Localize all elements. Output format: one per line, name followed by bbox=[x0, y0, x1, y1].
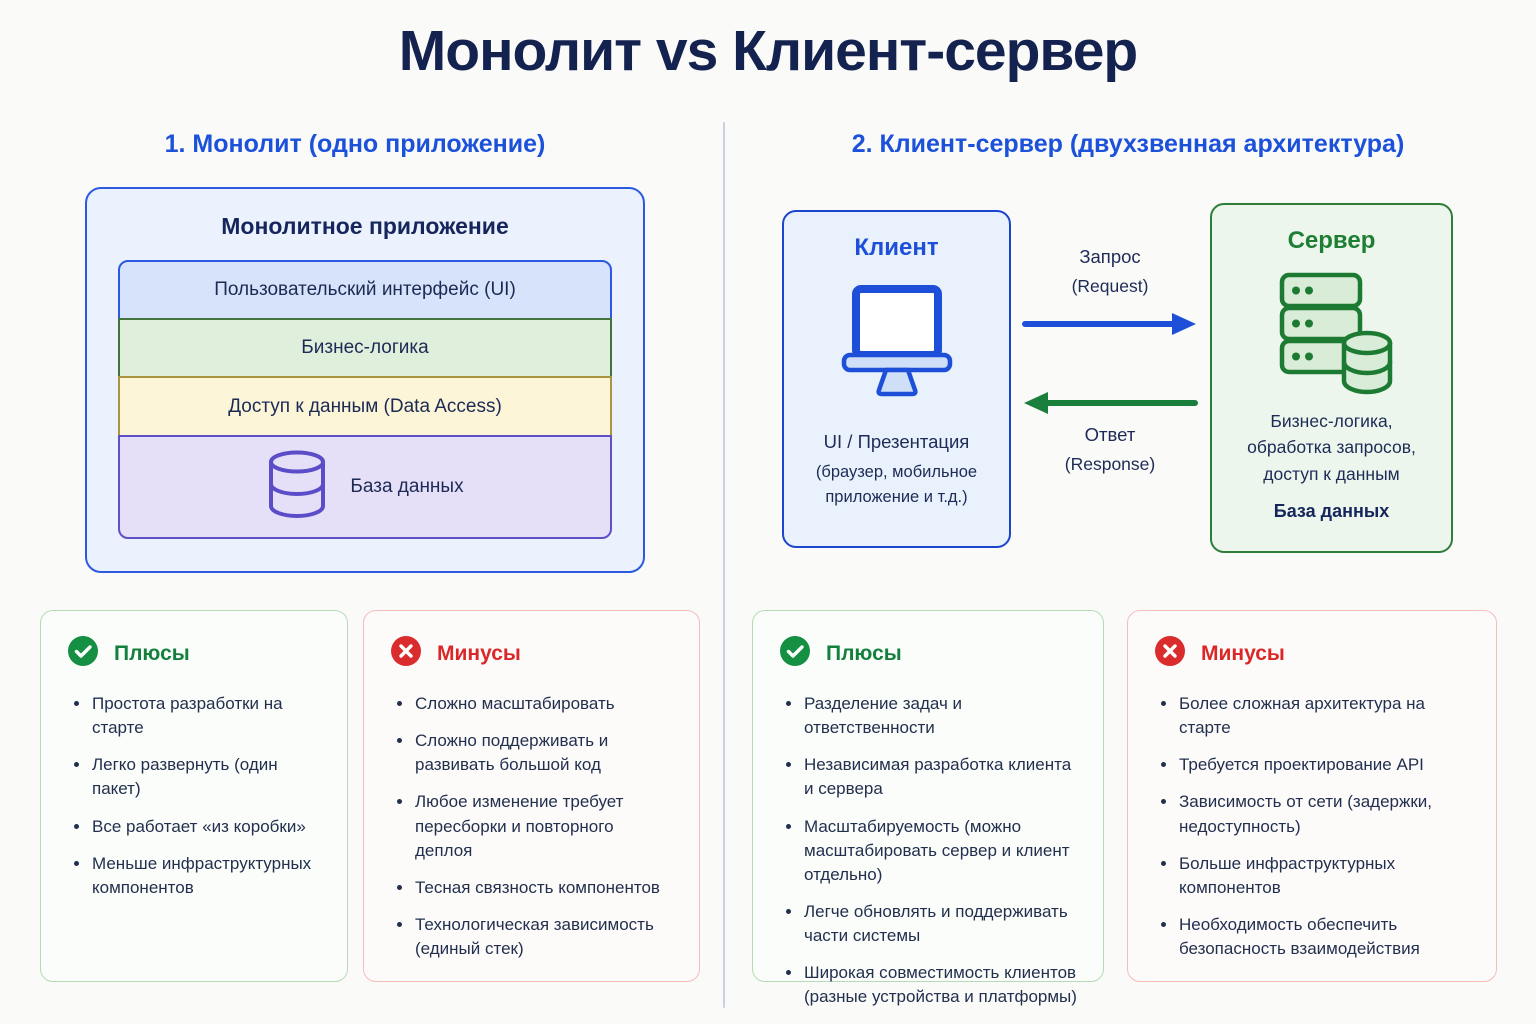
monolith-cons-list: Сложно масштабировать Сложно поддерживат… bbox=[390, 692, 675, 961]
client-server-section-header: 2. Клиент-сервер (двухзвенная архитектур… bbox=[851, 130, 1405, 158]
list-item: Независимая разработка клиента и сервера bbox=[779, 753, 1079, 801]
layer-ui-label: Пользовательский интерфейс (UI) bbox=[214, 279, 516, 300]
list-item: Требуется проектирование API bbox=[1154, 753, 1472, 777]
monolith-pros-panel: Плюсы Простота разработки на старте Легк… bbox=[40, 610, 348, 982]
server-icon bbox=[1268, 267, 1396, 400]
response-arrow-icon bbox=[1022, 389, 1198, 422]
monolith-section-header: 1. Монолит (одно приложение) bbox=[164, 130, 546, 158]
page-title: Монолит vs Клиент-сервер bbox=[398, 19, 1138, 83]
client-server-pros-header: Плюсы bbox=[779, 635, 1079, 672]
response-label: Ответ bbox=[1084, 424, 1136, 445]
monolith-pros-list: Простота разработки на старте Легко разв… bbox=[67, 692, 323, 900]
monolith-cons-title: Минусы bbox=[437, 641, 521, 665]
monolith-cons-header: Минусы bbox=[390, 635, 675, 672]
list-item: Сложно поддерживать и развивать большой … bbox=[390, 729, 675, 777]
layer-data-access: Доступ к данным (Data Access) bbox=[118, 376, 612, 437]
monolith-pros-header: Плюсы bbox=[67, 635, 323, 672]
column-divider bbox=[723, 122, 725, 1008]
response-sublabel: (Response) bbox=[1064, 454, 1156, 474]
list-item: Сложно масштабировать bbox=[390, 692, 675, 716]
request-label: Запрос bbox=[1079, 246, 1141, 267]
list-item: Зависимость от сети (задержки, недоступн… bbox=[1154, 790, 1472, 838]
monolith-layer-stack: Пользовательский интерфейс (UI) Бизнес-л… bbox=[118, 260, 612, 539]
check-circle-icon bbox=[67, 635, 99, 672]
layer-data-access-label: Доступ к данным (Data Access) bbox=[228, 395, 502, 417]
list-item: Масштабируемость (можно масштабировать с… bbox=[779, 815, 1079, 887]
client-server-cons-title: Минусы bbox=[1201, 641, 1285, 665]
layer-business-logic: Бизнес-логика bbox=[118, 318, 612, 378]
client-server-cons-panel: Минусы Более сложная архитектура на стар… bbox=[1127, 610, 1497, 982]
client-card: Клиент UI / Презентация (браузер, мобиль… bbox=[782, 210, 1011, 548]
x-circle-icon bbox=[1154, 635, 1186, 672]
server-card-title: Сервер bbox=[1287, 227, 1376, 254]
list-item: Все работает «из коробки» bbox=[67, 815, 323, 839]
list-item: Любое изменение требует пересборки и пов… bbox=[390, 790, 675, 862]
monolith-cons-panel: Минусы Сложно масштабировать Сложно подд… bbox=[363, 610, 700, 982]
layer-business-logic-label: Бизнес-логика bbox=[301, 337, 429, 358]
layer-database-label: База данных bbox=[350, 476, 464, 497]
list-item: Разделение задач и ответственности bbox=[779, 692, 1079, 740]
list-item: Легче обновлять и поддерживать части сис… bbox=[779, 900, 1079, 948]
monolith-pros-title: Плюсы bbox=[114, 641, 190, 665]
list-item: Технологическая зависимость (единый стек… bbox=[390, 913, 675, 961]
list-item: Более сложная архитектура на старте bbox=[1154, 692, 1472, 740]
layer-database: База данных bbox=[118, 435, 612, 539]
layer-ui: Пользовательский интерфейс (UI) bbox=[118, 260, 612, 320]
client-card-title: Клиент bbox=[854, 234, 939, 261]
monitor-icon bbox=[834, 284, 960, 413]
list-item: Меньше инфраструктурных компонентов bbox=[67, 852, 323, 900]
client-server-pros-panel: Плюсы Разделение задач и ответственности… bbox=[752, 610, 1104, 1006]
monolith-card: Монолитное приложение Пользовательский и… bbox=[85, 187, 645, 573]
check-circle-icon bbox=[779, 635, 811, 672]
list-item: Широкая совместимость клиентов (разные у… bbox=[779, 961, 1079, 1009]
client-server-pros-list: Разделение задач и ответственности Незав… bbox=[779, 692, 1079, 1009]
client-server-cons-list: Более сложная архитектура на старте Треб… bbox=[1154, 692, 1472, 961]
list-item: Необходимость обеспечить безопасность вз… bbox=[1154, 913, 1472, 961]
list-item: Тесная связность компонентов bbox=[390, 876, 675, 900]
server-description: Бизнес-логика, обработка запросов, досту… bbox=[1247, 411, 1416, 484]
list-item: Больше инфраструктурных компонентов bbox=[1154, 852, 1472, 900]
request-sublabel: (Request) bbox=[1071, 276, 1149, 296]
x-circle-icon bbox=[390, 635, 422, 672]
monolith-card-title: Монолитное приложение bbox=[221, 213, 509, 239]
server-database-label: База данных bbox=[1273, 500, 1390, 521]
server-card: Сервер Бизнес-логик bbox=[1210, 203, 1453, 553]
client-server-pros-title: Плюсы bbox=[826, 641, 902, 665]
client-caption: (браузер, мобильное приложение и т.д.) bbox=[815, 463, 978, 506]
database-icon bbox=[266, 450, 328, 524]
list-item: Легко развернуть (один пакет) bbox=[67, 753, 323, 801]
request-arrow-icon bbox=[1022, 310, 1198, 343]
client-server-cons-header: Минусы bbox=[1154, 635, 1472, 672]
client-subtitle: UI / Презентация bbox=[823, 431, 970, 452]
list-item: Простота разработки на старте bbox=[67, 692, 323, 740]
